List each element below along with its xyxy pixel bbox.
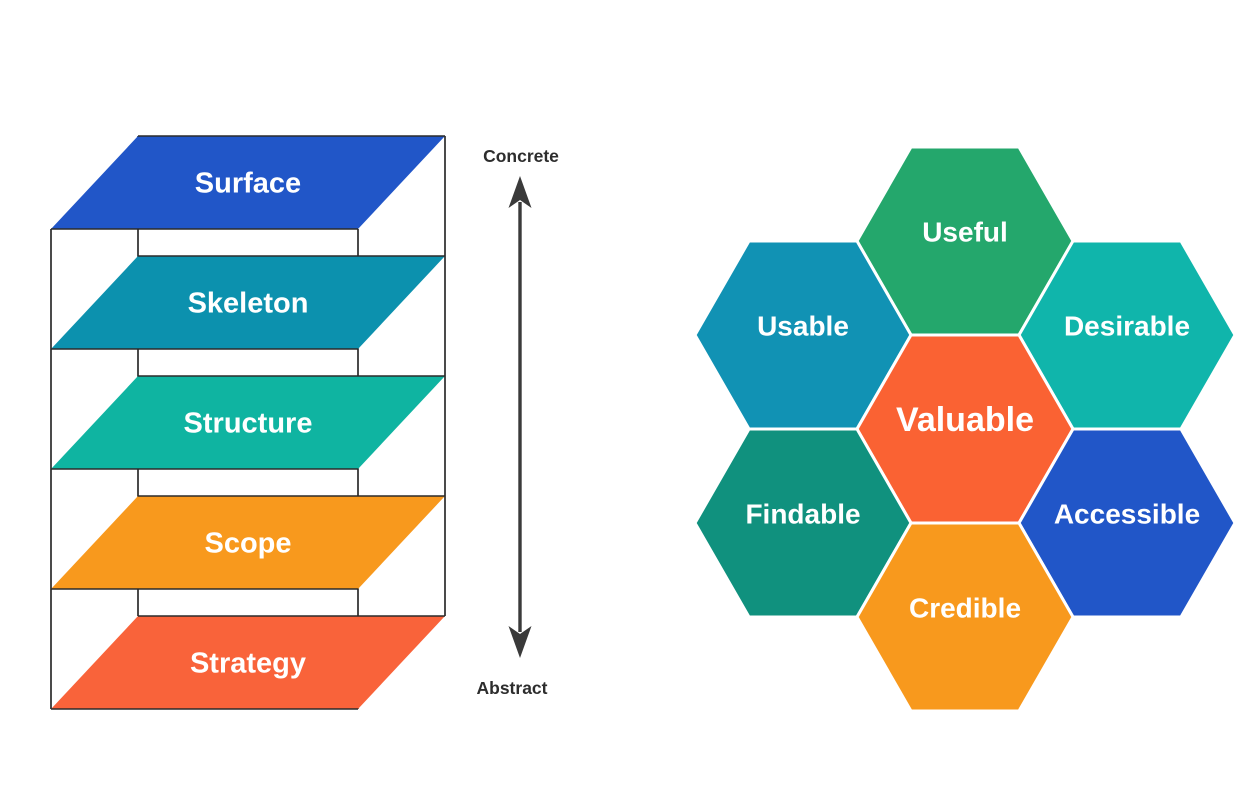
layer-label-skeleton: Skeleton xyxy=(188,288,309,320)
axis-label-concrete: Concrete xyxy=(483,146,559,166)
layer-label-strategy: Strategy xyxy=(190,648,306,680)
layer-label-surface: Surface xyxy=(195,168,301,200)
layer-plane-strategy xyxy=(51,616,445,709)
layer-plane-structure xyxy=(51,376,445,469)
hexagon-label-credible: Credible xyxy=(909,593,1021,624)
hexagon-label-valuable: Valuable xyxy=(896,401,1034,439)
layer-label-scope: Scope xyxy=(204,528,291,560)
hexagon-label-accessible: Accessible xyxy=(1054,499,1200,530)
layer-plane-scope xyxy=(51,496,445,589)
hexagon-credible xyxy=(855,521,1075,713)
hexagon-label-usable: Usable xyxy=(757,311,849,342)
layer-plane-surface xyxy=(51,136,445,229)
axis-arrowhead-up-icon xyxy=(508,176,532,208)
axis-arrowhead-down-icon xyxy=(508,626,532,658)
layer-label-structure: Structure xyxy=(184,408,313,440)
hexagon-label-useful: Useful xyxy=(922,217,1008,248)
hexagon-label-desirable: Desirable xyxy=(1064,311,1190,342)
hexagon-label-findable: Findable xyxy=(745,499,860,530)
layer-plane-skeleton xyxy=(51,256,445,349)
axis-label-abstract: Abstract xyxy=(477,678,548,698)
